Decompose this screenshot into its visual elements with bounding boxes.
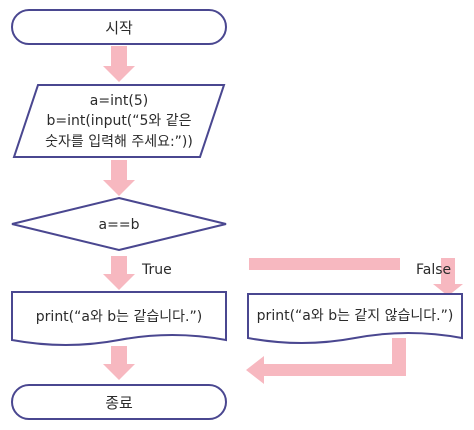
arrow-true-to-end (103, 346, 135, 380)
decision-diamond: a==b (11, 196, 227, 252)
decision-label: a==b (99, 217, 140, 233)
end-label: 종료 (105, 394, 133, 412)
input-parallelogram: a=int(5) b=int(input(“5와 같은 숫자를 입력해 주세요:… (12, 84, 226, 158)
arrow-start-to-input (103, 46, 135, 82)
output-true-document: print(“a와 b는 같습니다.”) (11, 291, 227, 346)
input-line-3: 숫자를 입력해 주세요:”)) (45, 134, 193, 150)
arrow-false-to-end (246, 338, 406, 384)
output-false-document: print(“a와 b는 같지 않습니다.”) (247, 293, 463, 344)
input-line-2: b=int(input(“5와 같은 (46, 113, 191, 129)
false-branch-label: False (416, 262, 451, 278)
true-branch-label: True (141, 262, 172, 278)
start-terminal: 시작 (11, 9, 227, 45)
arrow-false-branch (249, 258, 463, 296)
end-terminal: 종료 (11, 384, 227, 420)
arrow-decision-to-true (103, 256, 135, 290)
arrow-input-to-decision (103, 160, 135, 196)
output-true-label: print(“a와 b는 같습니다.”) (36, 309, 202, 325)
start-label: 시작 (105, 19, 133, 37)
input-line-1: a=int(5) (90, 93, 148, 109)
output-false-label: print(“a와 b는 같지 않습니다.”) (257, 308, 454, 324)
